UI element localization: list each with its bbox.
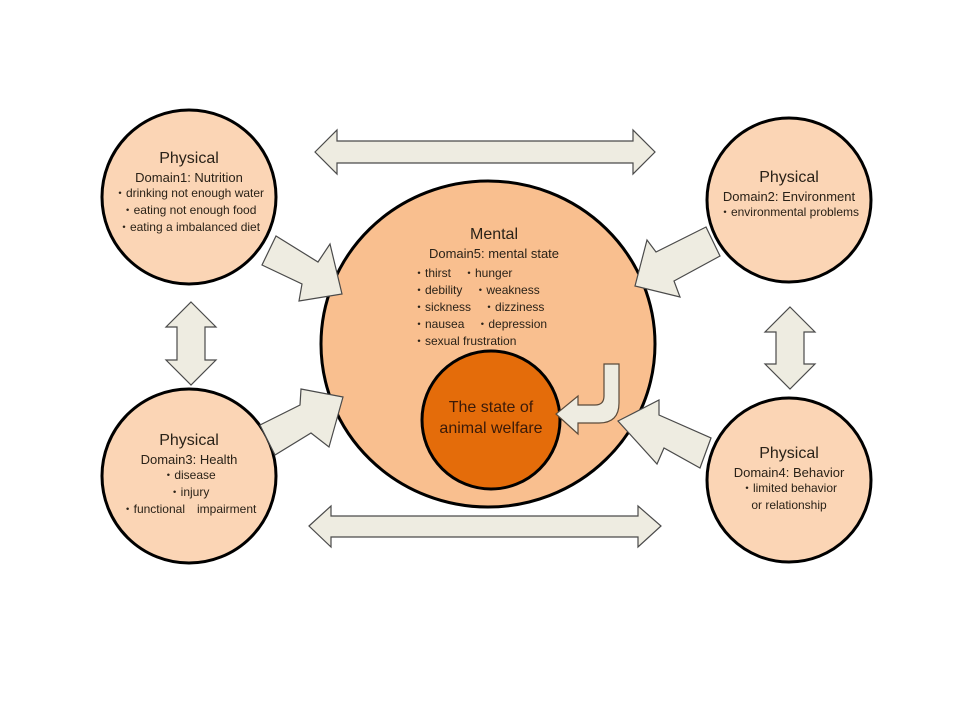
domain4-subtitle: Domain4: Behavior <box>733 465 845 480</box>
welfare-circle <box>420 349 562 491</box>
domain5-item: ・sexual frustration <box>413 334 517 348</box>
domain2-text: Physical Domain2: Environment ・environme… <box>704 169 874 221</box>
domain1-item: ・drinking not enough water <box>113 186 265 200</box>
domain5-item: ・nausea ・depression <box>413 317 548 331</box>
domain5-item: ・thirst ・hunger <box>413 266 513 280</box>
domain3-title: Physical <box>159 432 219 449</box>
domain1-item: ・eating not enough food <box>121 203 257 217</box>
arrow-domain4-to-mental <box>617 399 712 469</box>
domain4-item: ・limited behavior <box>740 481 838 495</box>
domain4-title: Physical <box>759 445 819 462</box>
domain3-item: ・functional impairment <box>121 502 257 516</box>
domain5-item: ・debility ・weakness <box>413 283 540 297</box>
domain5-title: Mental <box>469 226 519 243</box>
domain2-item: ・environmental problems <box>718 205 860 219</box>
domain1-circle <box>100 108 278 286</box>
domain4-text: Physical Domain4: Behavior ・limited beha… <box>704 445 874 514</box>
domain3-subtitle: Domain3: Health <box>140 452 238 467</box>
domain5-items: ・thirst ・hunger ・debility ・weakness ・sic… <box>413 265 547 350</box>
welfare-text: The state of animal welfare <box>426 397 556 439</box>
bottom-double-arrow <box>308 504 662 549</box>
domain1-subtitle: Domain1: Nutrition <box>135 170 243 185</box>
left-double-arrow <box>164 301 218 386</box>
domain2-circle <box>705 116 873 284</box>
top-double-arrow <box>314 128 656 176</box>
arrow-domain3-to-mental <box>259 388 344 456</box>
domain3-item: ・injury <box>168 485 210 499</box>
domain1-item: ・eating a imbalanced diet <box>117 220 261 234</box>
domain1-title: Physical <box>159 150 219 167</box>
domain2-subtitle: Domain2: Environment <box>722 189 856 204</box>
domain3-text: Physical Domain3: Health ・disease ・injur… <box>104 432 274 518</box>
arrow-domain1-to-mental <box>261 235 343 302</box>
arrow-domain2-to-mental <box>634 226 721 298</box>
domain3-item: ・disease <box>162 468 216 482</box>
domain4-circle <box>705 396 873 564</box>
domain2-title: Physical <box>759 169 819 186</box>
right-double-arrow <box>763 306 817 390</box>
welfare-line: animal welfare <box>439 420 543 437</box>
welfare-line: The state of <box>448 399 534 416</box>
curved-arrow-to-welfare <box>555 363 620 436</box>
domain1-text: Physical Domain1: Nutrition ・drinking no… <box>104 150 274 236</box>
domain5-subtitle: Domain5: mental state <box>428 246 560 261</box>
domain4-item: or relationship <box>751 498 827 512</box>
domain5-item: ・sickness ・dizziness <box>413 300 545 314</box>
domain5-text: Mental Domain5: mental state <box>404 226 584 261</box>
domain3-circle <box>100 387 278 565</box>
